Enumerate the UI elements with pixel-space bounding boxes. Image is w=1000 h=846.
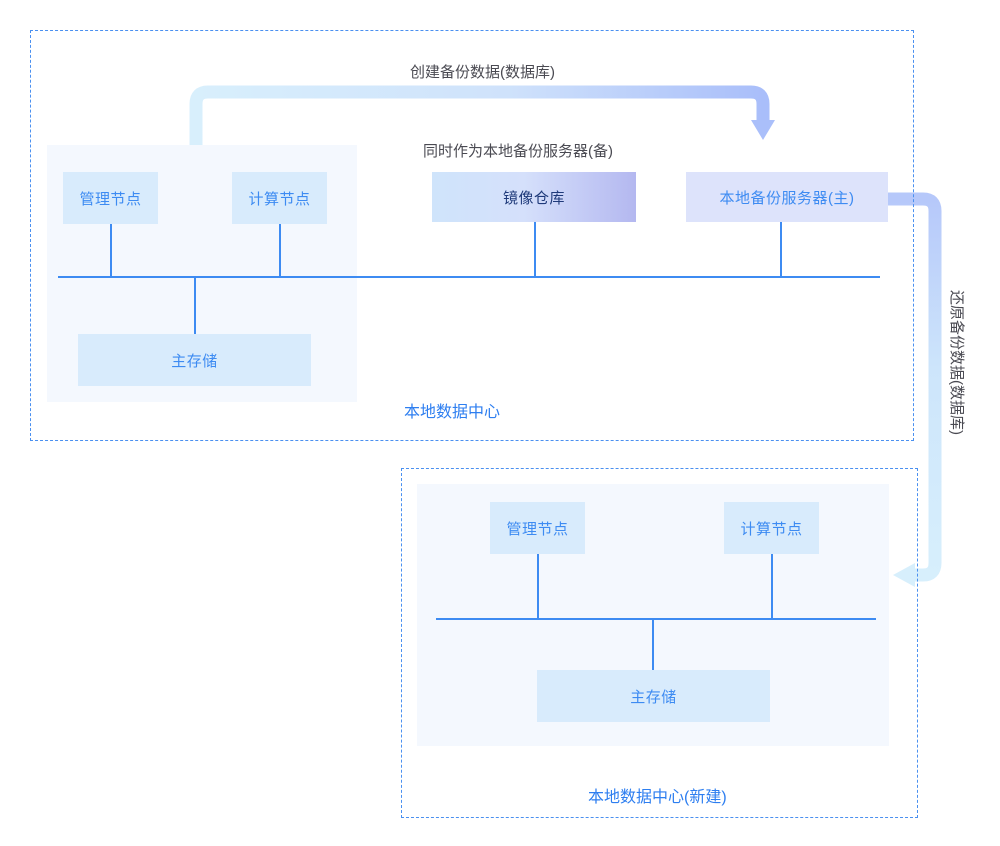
node-primary-storage-label: 主存储 — [171, 352, 218, 370]
compute-node-connector — [279, 224, 281, 277]
region-local-dc-new-caption: 本地数据中心(新建) — [588, 789, 727, 806]
image-registry-connector — [534, 222, 536, 277]
node-primary-storage[interactable]: 主存储 — [78, 334, 311, 386]
local-dc-new-bus-line — [436, 618, 876, 620]
node-backup-server-primary[interactable]: 本地备份服务器(主) — [686, 172, 888, 222]
node-compute-node[interactable]: 计算节点 — [232, 172, 327, 224]
create-backup-flow-label: 创建备份数据(数据库) — [410, 64, 555, 81]
compute-node-new-connector — [771, 554, 773, 619]
mgmt-node-new-connector — [537, 554, 539, 619]
primary-storage-new-connector — [652, 619, 654, 670]
node-mgmt-node-label: 管理节点 — [79, 190, 142, 208]
node-mgmt-node-new-label: 管理节点 — [506, 520, 569, 538]
region-local-dc-new — [401, 468, 918, 818]
node-mgmt-node[interactable]: 管理节点 — [63, 172, 158, 224]
mgmt-node-connector — [110, 224, 112, 277]
primary-storage-connector — [194, 277, 196, 334]
registry-note-label: 同时作为本地备份服务器(备) — [423, 143, 613, 160]
node-primary-storage-new[interactable]: 主存储 — [537, 670, 770, 722]
local-dc-bus-line — [58, 276, 880, 278]
restore-backup-flow-label: 还原备份数据(数据库) — [948, 290, 965, 435]
node-compute-node-new-label: 计算节点 — [740, 520, 803, 538]
backup-server-primary-connector — [780, 222, 782, 277]
node-compute-node-new[interactable]: 计算节点 — [724, 502, 819, 554]
node-primary-storage-new-label: 主存储 — [630, 688, 677, 706]
node-compute-node-label: 计算节点 — [248, 190, 311, 208]
node-image-registry-label: 镜像仓库 — [502, 189, 565, 207]
region-local-dc — [30, 30, 914, 441]
node-image-registry[interactable]: 镜像仓库 — [432, 172, 636, 222]
region-local-dc-caption: 本地数据中心 — [404, 404, 501, 421]
node-backup-server-primary-label: 本地备份服务器(主) — [719, 189, 855, 207]
node-mgmt-node-new[interactable]: 管理节点 — [490, 502, 585, 554]
